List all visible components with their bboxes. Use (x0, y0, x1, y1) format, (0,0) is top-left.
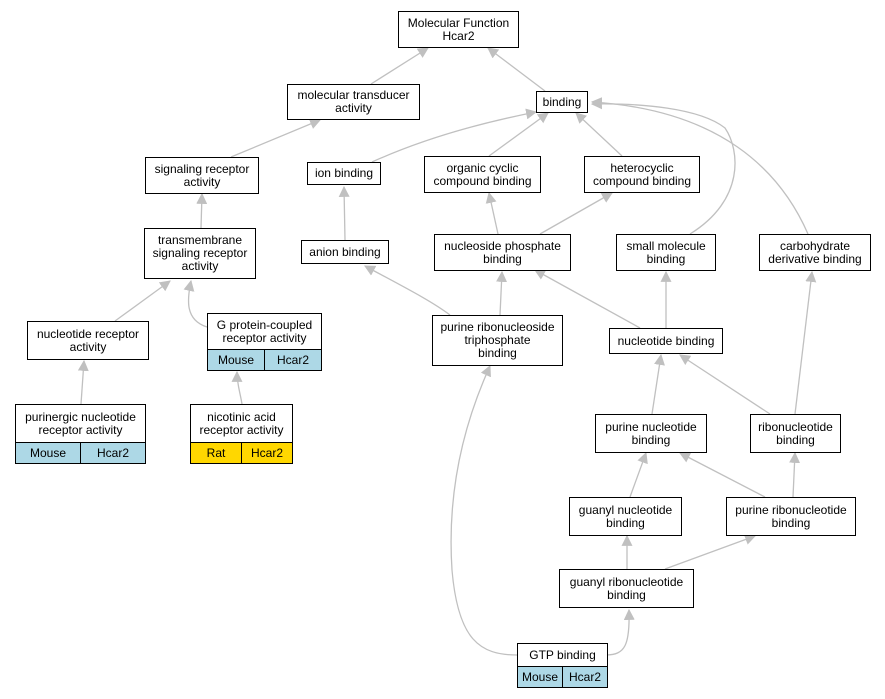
node-label: nucleotide binding (617, 333, 715, 348)
edge-purnuc-nucbind (651, 353, 665, 415)
edge-smallmol-binding (590, 98, 736, 235)
species-cell-mouse: Mouse (208, 350, 264, 370)
edge-ribonuc-nucbind (679, 354, 771, 415)
edge-organic-binding (488, 112, 549, 157)
node-label: Molecular Function Hcar2 (407, 15, 510, 43)
node-purine-ribonucleoside-triphosphate-binding[interactable]: purine ribonucleoside triphosphate bindi… (432, 315, 563, 366)
node-label: purine nucleotide binding (605, 419, 697, 447)
node-nicotinic-acid-receptor-activity[interactable]: nicotinic acid receptor activity Rat Hca… (190, 404, 293, 464)
node-heterocyclic-compound-binding[interactable]: heterocyclic compound binding (584, 156, 700, 193)
edge-carbo-binding (590, 97, 809, 235)
edge-anion-ion (338, 185, 350, 241)
node-nucleotide-receptor-activity[interactable]: nucleotide receptor activity (27, 321, 149, 360)
node-label: nucleoside phosphate binding (444, 238, 561, 266)
gene-cell-hcar2: Hcar2 (264, 350, 321, 370)
edge-nucphos-organic (485, 191, 499, 235)
node-gtp-binding[interactable]: GTP binding Mouse Hcar2 (517, 643, 608, 688)
node-label: nicotinic acid receptor activity (199, 409, 284, 437)
node-anion-binding[interactable]: anion binding (301, 240, 389, 264)
species-cell-mouse: Mouse (16, 443, 80, 463)
node-label: G protein-coupled receptor activity (216, 317, 313, 345)
edge-purtri-nucphos (496, 270, 508, 316)
node-label: binding (542, 94, 582, 109)
edge-purtri-anion (364, 265, 451, 316)
edge-signaling-transducer (230, 118, 322, 158)
node-label: nucleotide receptor activity (36, 326, 140, 354)
node-purinergic-nucleotide-receptor-activity[interactable]: purinergic nucleotide receptor activity … (15, 404, 146, 464)
annotation-row: Mouse Hcar2 (16, 442, 145, 463)
edge-hetero-binding (575, 112, 623, 157)
edge-gtp-purtri (450, 364, 518, 656)
node-label: purine ribonucleoside triphosphate bindi… (440, 320, 555, 360)
edge-guanylribo-purribo (664, 534, 757, 570)
node-ion-binding[interactable]: ion binding (307, 162, 381, 185)
gene-cell-hcar2: Hcar2 (241, 443, 292, 463)
node-molecular-function[interactable]: Molecular Function Hcar2 (398, 11, 519, 48)
node-label: GTP binding (529, 647, 596, 662)
node-label: small molecule binding (626, 238, 706, 266)
edge-transducer-root (370, 47, 429, 85)
edge-gpcr-transmembrane (183, 279, 208, 328)
species-cell-mouse: Mouse (518, 667, 562, 687)
annotation-row: Mouse Hcar2 (208, 349, 321, 370)
edge-ribonuc-carbo (794, 270, 817, 415)
node-label: carbohydrate derivative binding (768, 238, 862, 266)
edge-purribo-purnuc (679, 452, 766, 498)
node-label: ribonucleotide binding (758, 419, 833, 447)
gene-cell-hcar2: Hcar2 (562, 667, 607, 687)
edge-nucphos-hetero (539, 192, 613, 235)
node-guanyl-ribonucleotide-binding[interactable]: guanyl ribonucleotide binding (559, 569, 694, 608)
node-label: transmembrane signaling receptor activit… (152, 233, 248, 273)
node-label: guanyl nucleotide binding (578, 502, 673, 530)
node-label: anion binding (309, 244, 381, 259)
edge-gtp-guanylribo (605, 608, 635, 656)
node-molecular-transducer-activity[interactable]: molecular transducer activity (287, 84, 420, 120)
edge-nicotinic-gpcr (231, 370, 243, 405)
node-carbohydrate-derivative-binding[interactable]: carbohydrate derivative binding (759, 234, 871, 271)
edge-binding-root (487, 47, 546, 92)
edge-ion-binding (371, 108, 538, 163)
node-purine-ribonucleotide-binding[interactable]: purine ribonucleotide binding (726, 497, 856, 536)
node-label: purinergic nucleotide receptor activity (25, 409, 136, 437)
node-transmembrane-signaling-receptor-activity[interactable]: transmembrane signaling receptor activit… (144, 228, 256, 279)
node-guanyl-nucleotide-binding[interactable]: guanyl nucleotide binding (569, 497, 682, 536)
node-ribonucleotide-binding[interactable]: ribonucleotide binding (750, 414, 841, 453)
node-binding[interactable]: binding (536, 91, 588, 113)
node-nucleotide-binding[interactable]: nucleotide binding (609, 328, 723, 354)
node-purine-nucleotide-binding[interactable]: purine nucleotide binding (595, 414, 707, 453)
node-label: purine ribonucleotide binding (735, 502, 847, 530)
species-cell-rat: Rat (191, 443, 241, 463)
edge-transmembrane-signaling (196, 192, 208, 229)
edge-nucbind-nucphos (534, 269, 641, 329)
node-label: molecular transducer activity (297, 88, 410, 115)
node-small-molecule-binding[interactable]: small molecule binding (616, 234, 716, 271)
annotation-row: Rat Hcar2 (191, 442, 292, 463)
node-label: organic cyclic compound binding (433, 160, 532, 188)
node-label: signaling receptor activity (154, 161, 250, 189)
node-organic-cyclic-compound-binding[interactable]: organic cyclic compound binding (424, 156, 541, 193)
annotation-row: Mouse Hcar2 (518, 666, 607, 687)
node-label: ion binding (314, 166, 374, 180)
edge-purinergic-nucreceptor (77, 359, 89, 405)
edge-purribo-ribonuc (789, 451, 801, 498)
node-nucleoside-phosphate-binding[interactable]: nucleoside phosphate binding (434, 234, 571, 271)
edge-guanyl-purnuc (629, 451, 648, 498)
node-g-protein-coupled-receptor-activity[interactable]: G protein-coupled receptor activity Mous… (207, 313, 322, 371)
edge-nucreceptor-transmembrane (114, 280, 171, 322)
node-label: heterocyclic compound binding (592, 160, 692, 188)
node-signaling-receptor-activity[interactable]: signaling receptor activity (145, 157, 259, 194)
node-label: guanyl ribonucleotide binding (569, 574, 684, 602)
gene-cell-hcar2: Hcar2 (80, 443, 145, 463)
